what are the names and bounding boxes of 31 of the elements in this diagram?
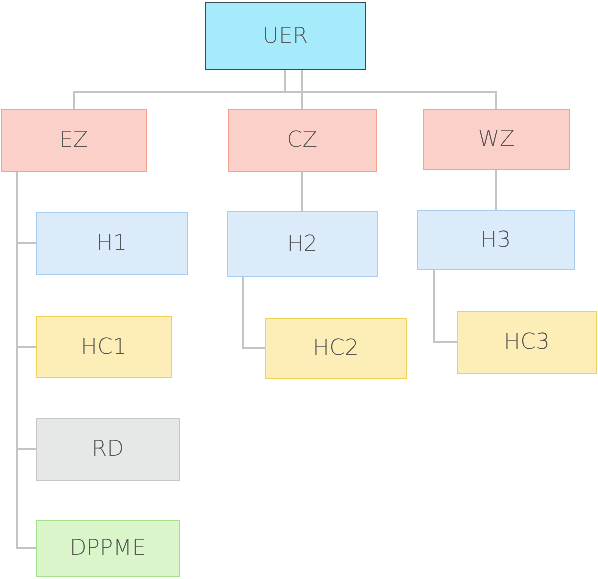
box-label: HC2 bbox=[313, 336, 359, 361]
box-label: RD bbox=[92, 437, 124, 462]
org-box bbox=[417, 210, 575, 270]
connector-line bbox=[302, 172, 304, 211]
org-box bbox=[228, 109, 377, 172]
org-box bbox=[36, 418, 180, 481]
box-label: HC3 bbox=[504, 330, 550, 355]
org-box bbox=[457, 311, 597, 374]
box-label: H2 bbox=[287, 232, 318, 256]
org-box bbox=[423, 109, 570, 170]
box-label: EZ bbox=[60, 128, 88, 153]
box-label: WZ bbox=[478, 127, 515, 152]
org-box bbox=[36, 520, 180, 577]
box-label: H3 bbox=[480, 228, 512, 252]
box-label: H1 bbox=[96, 231, 128, 256]
org-box bbox=[36, 212, 188, 275]
box-label: HC1 bbox=[81, 334, 127, 360]
box-label: DPPME bbox=[70, 536, 146, 561]
box-label: CZ bbox=[287, 128, 318, 153]
box-label: UER bbox=[262, 24, 308, 48]
connector-line bbox=[284, 70, 498, 109]
connector-line bbox=[16, 172, 36, 550]
connector-line bbox=[302, 70, 304, 109]
connector-line bbox=[433, 270, 457, 344]
org-box bbox=[205, 2, 366, 70]
connector-line bbox=[495, 170, 497, 210]
org-box bbox=[36, 316, 172, 378]
org-box bbox=[265, 318, 407, 379]
connector-line bbox=[242, 277, 265, 350]
org-box bbox=[1, 109, 147, 172]
org-box bbox=[227, 211, 378, 277]
